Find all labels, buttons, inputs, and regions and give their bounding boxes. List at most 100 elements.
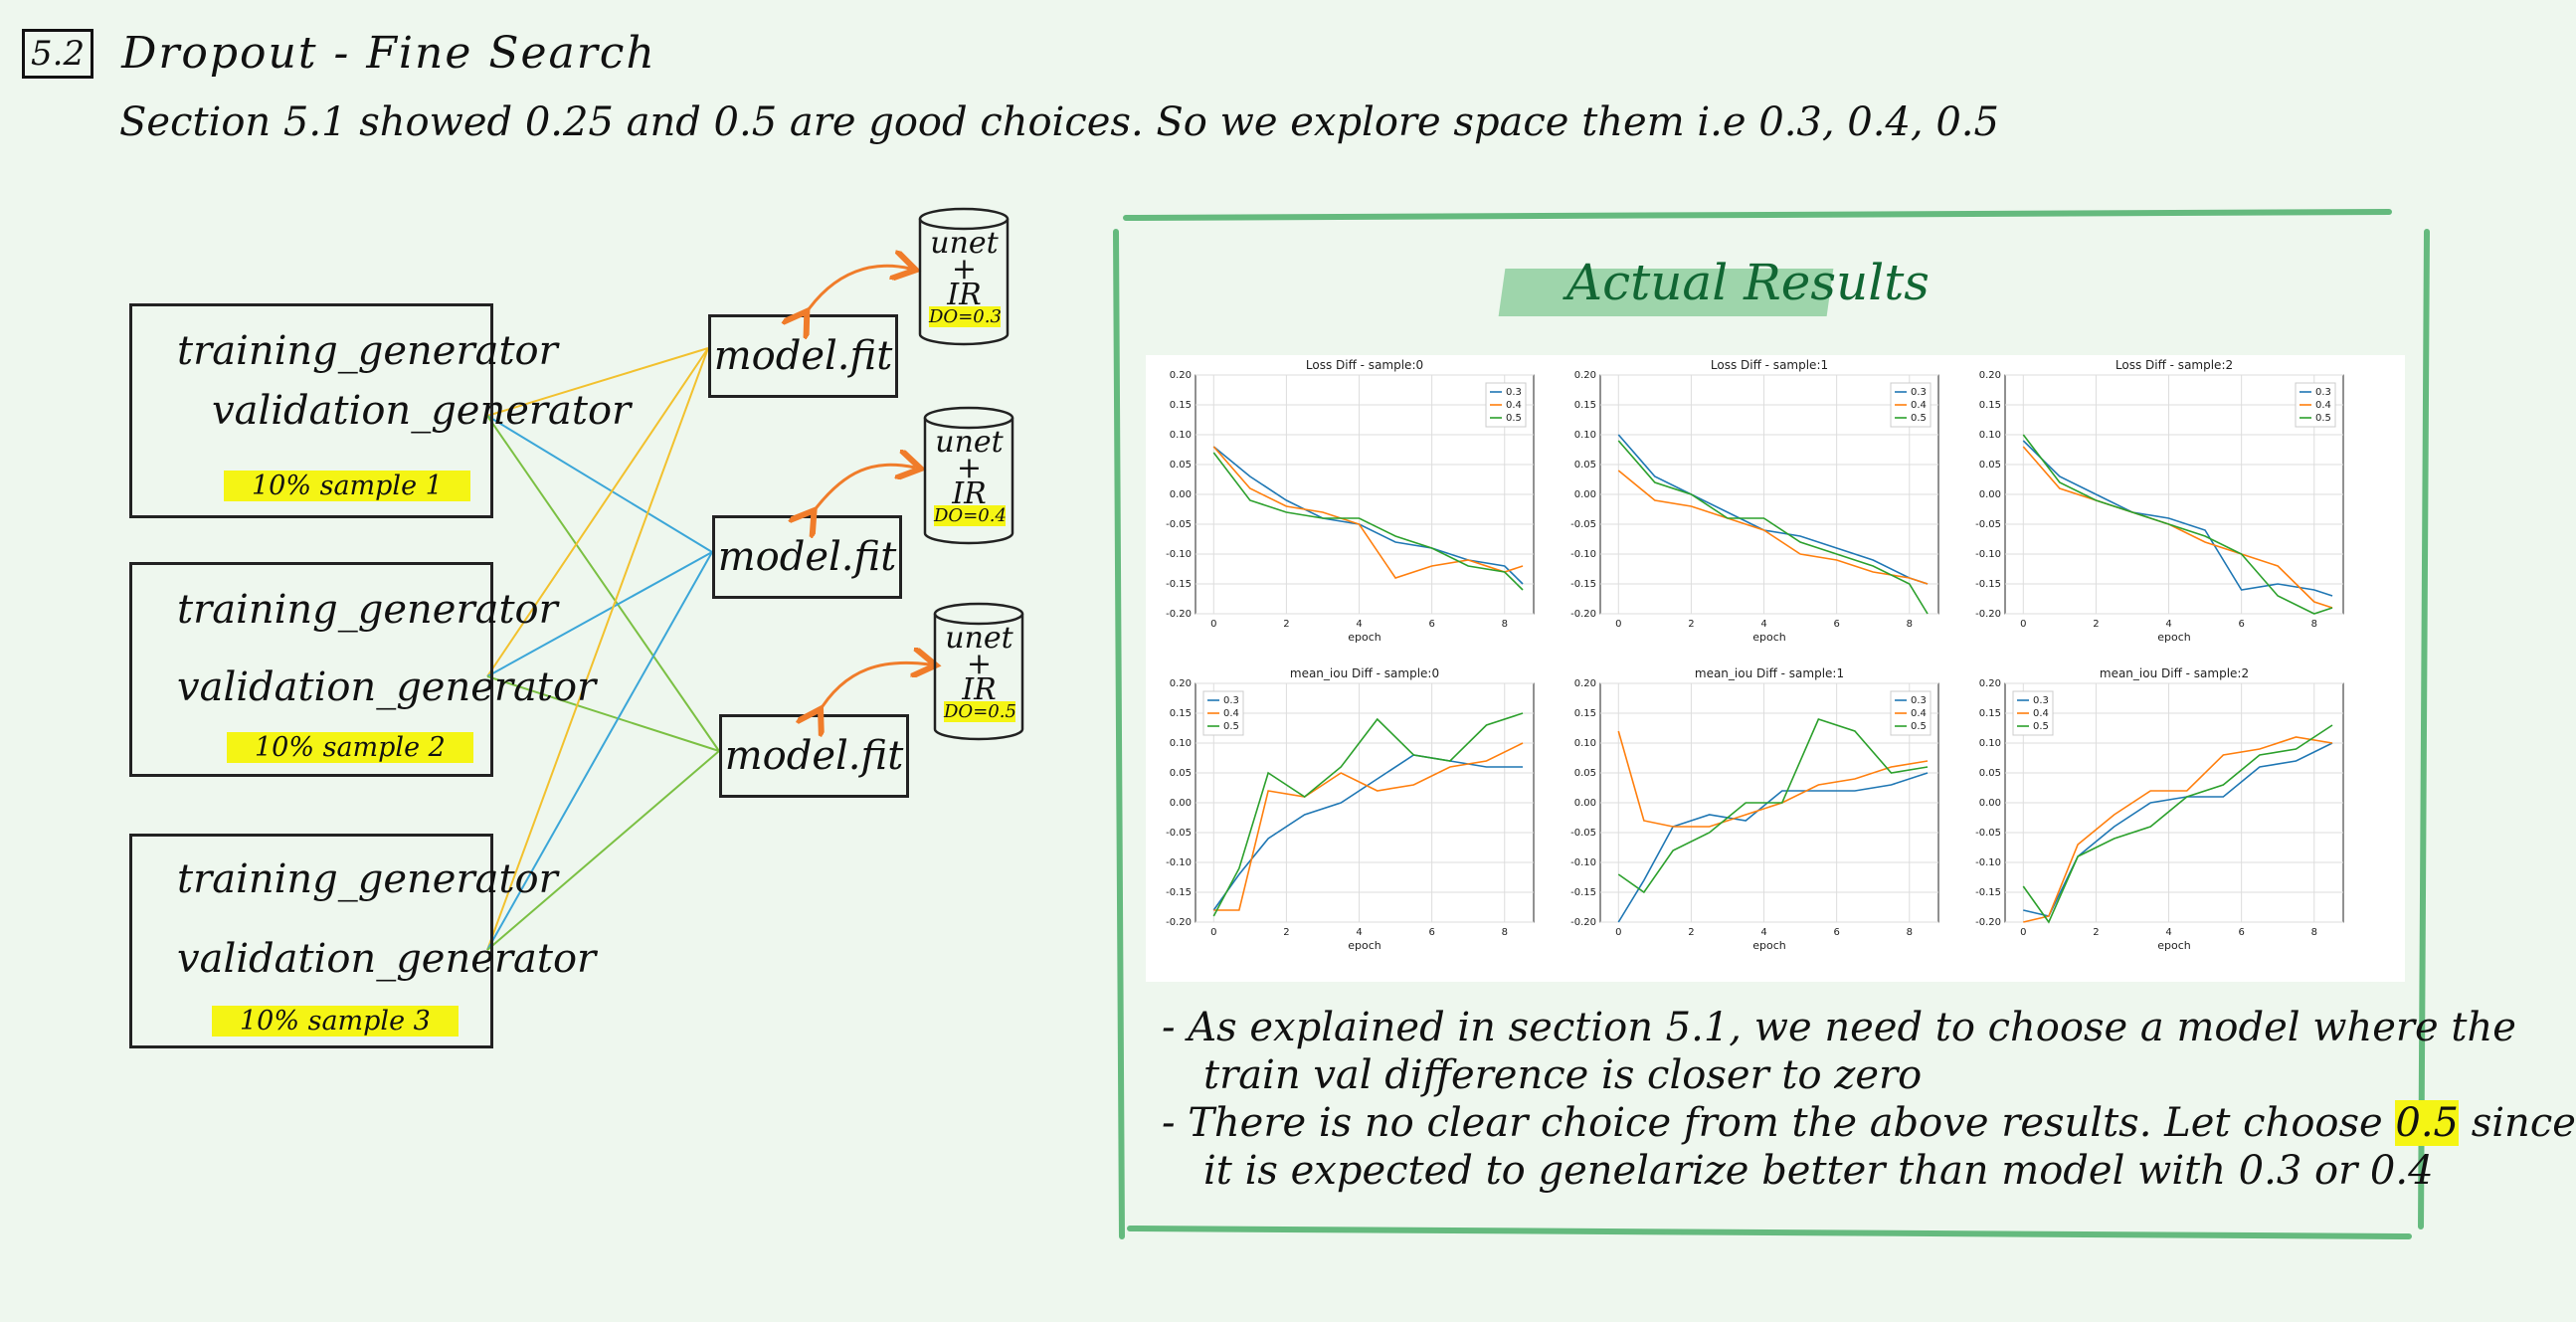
sample-tag: 10% sample 1 [224, 471, 470, 501]
x-tick-label: 0 [1615, 619, 1621, 630]
legend-label: 0.4 [2033, 708, 2049, 719]
chart-title: Loss Diff - sample:0 [1306, 358, 1423, 372]
wire-line [486, 750, 720, 951]
y-tick-label: 0.10 [1979, 430, 2001, 441]
x-tick-label: 2 [1688, 927, 1694, 938]
y-tick-label: -0.05 [1570, 828, 1596, 839]
model-cylinder-1: unet + IR DO=0.3 [917, 207, 1012, 346]
y-tick-label: 0.20 [1574, 370, 1596, 381]
y-tick-label: -0.20 [1166, 917, 1192, 928]
legend-label: 0.4 [1911, 708, 1927, 719]
y-tick-label: -0.10 [1975, 857, 2001, 868]
y-tick-label: -0.10 [1570, 857, 1596, 868]
y-tick-label: 0.00 [1574, 489, 1596, 500]
legend-label: 0.5 [1911, 721, 1927, 732]
y-tick-label: 0.15 [1574, 708, 1596, 719]
y-tick-label: 0.15 [1979, 708, 2001, 719]
training-generator-label: training_generator [177, 856, 558, 902]
wire-line [486, 551, 713, 951]
model-plus: + [951, 252, 978, 286]
x-tick-label: 8 [2311, 927, 2317, 938]
y-tick-label: 0.15 [1979, 400, 2001, 411]
y-tick-label: 0.00 [1574, 798, 1596, 809]
y-tick-label: 0.10 [1574, 738, 1596, 749]
y-tick-label: -0.20 [1570, 609, 1596, 620]
legend-label: 0.4 [2315, 400, 2331, 411]
model-cylinder-3: unet + IR DO=0.5 [932, 602, 1026, 741]
y-tick-label: 0.10 [1574, 430, 1596, 441]
x-axis-label: epoch [1752, 631, 1786, 644]
x-tick-label: 6 [1428, 927, 1434, 938]
model-ir: IR [952, 476, 987, 511]
chart-panel: mean_iou Diff - sample:00.200.150.100.05… [1166, 666, 1535, 952]
y-tick-label: -0.20 [1166, 609, 1192, 620]
series-line-0.4 [1213, 742, 1524, 911]
x-tick-label: 8 [1907, 619, 1913, 630]
series-line-0.5 [2022, 434, 2333, 615]
database-icon [923, 406, 1014, 545]
model-ir: IR [947, 278, 982, 312]
legend-box [2295, 382, 2336, 428]
chart-title: mean_iou Diff - sample:2 [2100, 666, 2249, 680]
header: 5.2 Dropout - Fine Search [22, 28, 656, 79]
wire-line [486, 347, 709, 677]
training-generator-label: training_generator [177, 328, 558, 374]
x-tick-label: 8 [1502, 619, 1508, 630]
validation-generator-label: validation_generator [177, 936, 597, 982]
series-line-0.3 [1617, 434, 1929, 585]
chart-title: Loss Diff - sample:2 [2116, 358, 2233, 372]
connection-lines [486, 347, 720, 951]
chart-panel: Loss Diff - sample:00.200.150.100.050.00… [1166, 358, 1535, 644]
validation-generator-label: validation_generator [212, 388, 632, 434]
sample-tag: 10% sample 3 [212, 1006, 459, 1037]
database-icon [918, 207, 1010, 346]
y-tick-label: -0.10 [1166, 857, 1192, 868]
y-tick-label: -0.15 [1166, 887, 1192, 898]
y-tick-label: 0.20 [1979, 370, 2001, 381]
y-tick-label: 0.00 [1170, 798, 1192, 809]
y-tick-label: 0.05 [1574, 460, 1596, 471]
chart-panel: Loss Diff - sample:20.200.150.100.050.00… [1975, 358, 2344, 644]
y-tick-label: 0.15 [1170, 708, 1192, 719]
x-tick-label: 2 [2093, 619, 2099, 630]
x-tick-label: 2 [1688, 619, 1694, 630]
x-tick-label: 0 [1210, 927, 1216, 938]
legend-label: 0.5 [2315, 413, 2331, 424]
highlighted-value: 0.5 [2395, 1100, 2460, 1146]
y-tick-label: 0.10 [1979, 738, 2001, 749]
note-line-3: - There is no clear choice from the abov… [1162, 1100, 2576, 1146]
note-line-2: train val difference is closer to zero [1203, 1052, 1923, 1098]
model-plus: + [956, 451, 983, 485]
y-tick-label: 0.00 [1979, 798, 2001, 809]
wire-line [486, 347, 709, 951]
legend-label: 0.4 [1911, 400, 1927, 411]
wire-line [486, 551, 713, 677]
model-name: unet [945, 621, 1013, 656]
y-tick-label: -0.05 [1975, 519, 2001, 530]
series-line-0.5 [1617, 440, 1929, 615]
x-tick-label: 8 [2311, 619, 2317, 630]
y-tick-label: -0.05 [1975, 828, 2001, 839]
arrow-3 [818, 662, 930, 714]
legend-label: 0.4 [1223, 708, 1239, 719]
x-tick-label: 4 [1356, 619, 1362, 630]
wire-line [486, 675, 720, 752]
y-tick-label: 0.05 [1979, 460, 2001, 471]
x-tick-label: 4 [2165, 927, 2171, 938]
fit-arrows [0, 0, 1116, 1322]
y-tick-label: 0.20 [1170, 370, 1192, 381]
note-line-4: it is expected to genelarize better than… [1203, 1148, 2434, 1194]
legend-label: 0.5 [1223, 721, 1239, 732]
y-tick-label: 0.20 [1170, 678, 1192, 689]
series-line-0.5 [2022, 724, 2333, 924]
x-tick-label: 4 [2165, 619, 2171, 630]
x-tick-label: 4 [1760, 927, 1766, 938]
page-title: Dropout - Fine Search [121, 28, 656, 79]
y-tick-label: -0.15 [1570, 887, 1596, 898]
series-line-0.3 [1617, 772, 1929, 923]
x-tick-label: 8 [1907, 927, 1913, 938]
series-line-0.4 [2023, 736, 2333, 923]
x-tick-label: 6 [2238, 927, 2244, 938]
results-title: Actual Results [1566, 254, 1930, 311]
legend-label: 0.5 [1911, 413, 1927, 424]
